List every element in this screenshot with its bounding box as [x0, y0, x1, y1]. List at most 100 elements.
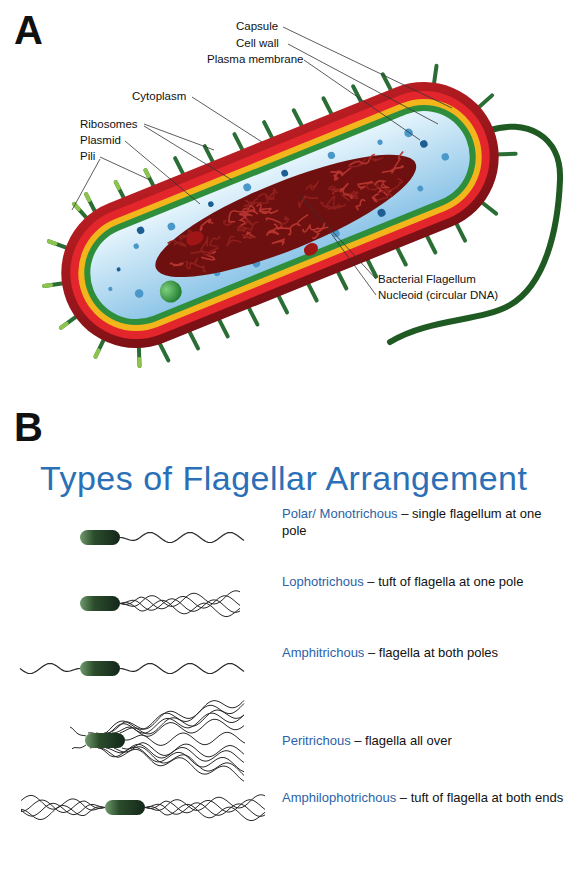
dna-strand — [358, 179, 373, 189]
pilus-tip — [49, 239, 55, 245]
diagram-title: Types of Flagellar Arrangement — [40, 458, 527, 499]
flagellum-line — [20, 664, 80, 674]
dna-strand — [244, 198, 260, 208]
plasma-membrane-layer — [69, 89, 492, 341]
plasmid — [302, 241, 320, 257]
dna-strand — [389, 151, 408, 170]
dna-strand — [226, 205, 252, 224]
dna-strand — [243, 232, 253, 241]
part-label: Pili — [80, 150, 95, 164]
part-label: Cytoplasm — [132, 90, 186, 104]
flagellum-line — [21, 800, 105, 812]
part-label: Bacterial Flagellum — [378, 273, 476, 287]
dna-strand — [349, 154, 377, 169]
pilus-tip — [116, 182, 119, 188]
ribosome — [133, 243, 140, 250]
flagellum-line — [70, 727, 86, 736]
dna-strand — [355, 199, 368, 211]
ribosome — [403, 127, 414, 138]
dna-strand — [328, 184, 340, 195]
arrangement-entry: Lophotrichous – tuft of flagella at one … — [282, 574, 567, 591]
dna-strand — [369, 154, 383, 163]
pilus-tip — [44, 283, 51, 287]
bacterium-rod — [80, 661, 120, 676]
part-label: Ribosomes — [80, 118, 138, 132]
part-label: Plasma membrane — [207, 53, 304, 67]
pilus-tip — [145, 170, 148, 176]
flagella-panel — [20, 530, 265, 821]
ribosome — [327, 151, 336, 160]
ribosome — [207, 200, 214, 207]
leader-line — [144, 124, 214, 150]
arrangement-description: – tuft of flagella at one pole — [367, 574, 523, 589]
bacterium-rod — [80, 530, 120, 545]
dna-strand — [223, 218, 232, 226]
arrangement-name: Amphilophotrichous — [282, 790, 396, 805]
arrangement-name: Peritrichous — [282, 733, 351, 748]
part-label: Cell wall — [236, 37, 279, 51]
part-label: Capsule — [236, 20, 278, 34]
flagellum-line — [122, 743, 244, 757]
leader-line — [330, 232, 376, 295]
flagellum-line — [114, 747, 244, 776]
flagellum-line — [120, 710, 244, 734]
arrangement-description: – flagella all over — [354, 733, 452, 748]
plasmid — [184, 229, 206, 248]
dna-strand — [225, 234, 242, 248]
pilus-tip — [137, 359, 142, 366]
pilus-tip — [94, 350, 100, 356]
dna-strand — [193, 257, 206, 274]
ribosome — [134, 288, 145, 299]
dna-strand — [305, 181, 321, 192]
dna-strand — [265, 188, 278, 200]
dna-strand — [246, 193, 269, 210]
flagellum-line — [96, 713, 244, 734]
flagellum-line — [72, 745, 86, 749]
flagellum-line — [88, 704, 244, 735]
bacterium-rod — [105, 800, 145, 815]
ribosome — [417, 185, 425, 193]
dna-strand — [278, 216, 290, 227]
dna-strand — [272, 238, 286, 247]
flagellum-line — [120, 599, 240, 613]
part-label: Nucleoid (circular DNA) — [378, 289, 498, 303]
dna-strand — [167, 237, 185, 252]
leader-line — [144, 126, 232, 180]
flagellum-line — [120, 664, 244, 674]
arrangement-entry: Amphitrichous – flagella at both poles — [282, 645, 567, 662]
dna-strand — [208, 236, 223, 249]
arrangement-description: – flagella at both poles — [368, 645, 498, 660]
pilus-tip — [86, 194, 89, 200]
arrangement-name: Amphitrichous — [282, 645, 364, 660]
granule — [156, 277, 185, 306]
dna-strand — [170, 259, 183, 269]
leader-line — [125, 141, 200, 204]
pilus-tip — [74, 203, 79, 210]
dna-strand — [198, 219, 214, 231]
ribosome — [280, 169, 289, 178]
leader-line — [288, 44, 438, 124]
leader-line — [100, 157, 150, 180]
arrangement-entry: Polar/ Monotrichous – single flagellum a… — [282, 506, 567, 540]
dna-strand — [372, 194, 381, 203]
ribosome — [166, 222, 176, 232]
flagellum-line — [145, 804, 265, 820]
dna-strand — [259, 204, 278, 217]
panel-letter: A — [14, 6, 43, 54]
dna-strand — [185, 258, 199, 271]
dna-strand — [241, 222, 260, 234]
dna-strand — [349, 190, 360, 201]
leader-line — [304, 60, 420, 140]
dna-strand — [302, 219, 328, 237]
leader-line — [72, 159, 100, 210]
capsule-layer — [39, 59, 522, 370]
arrangement-name: Lophotrichous — [282, 574, 364, 589]
dna-strand — [329, 202, 347, 212]
dna-strand — [264, 223, 280, 239]
ribosome — [108, 286, 113, 291]
panel-letter: B — [14, 403, 43, 451]
arrangement-entry: Amphilophotrichous – tuft of flagella at… — [282, 790, 567, 807]
dna-strand — [284, 215, 312, 236]
